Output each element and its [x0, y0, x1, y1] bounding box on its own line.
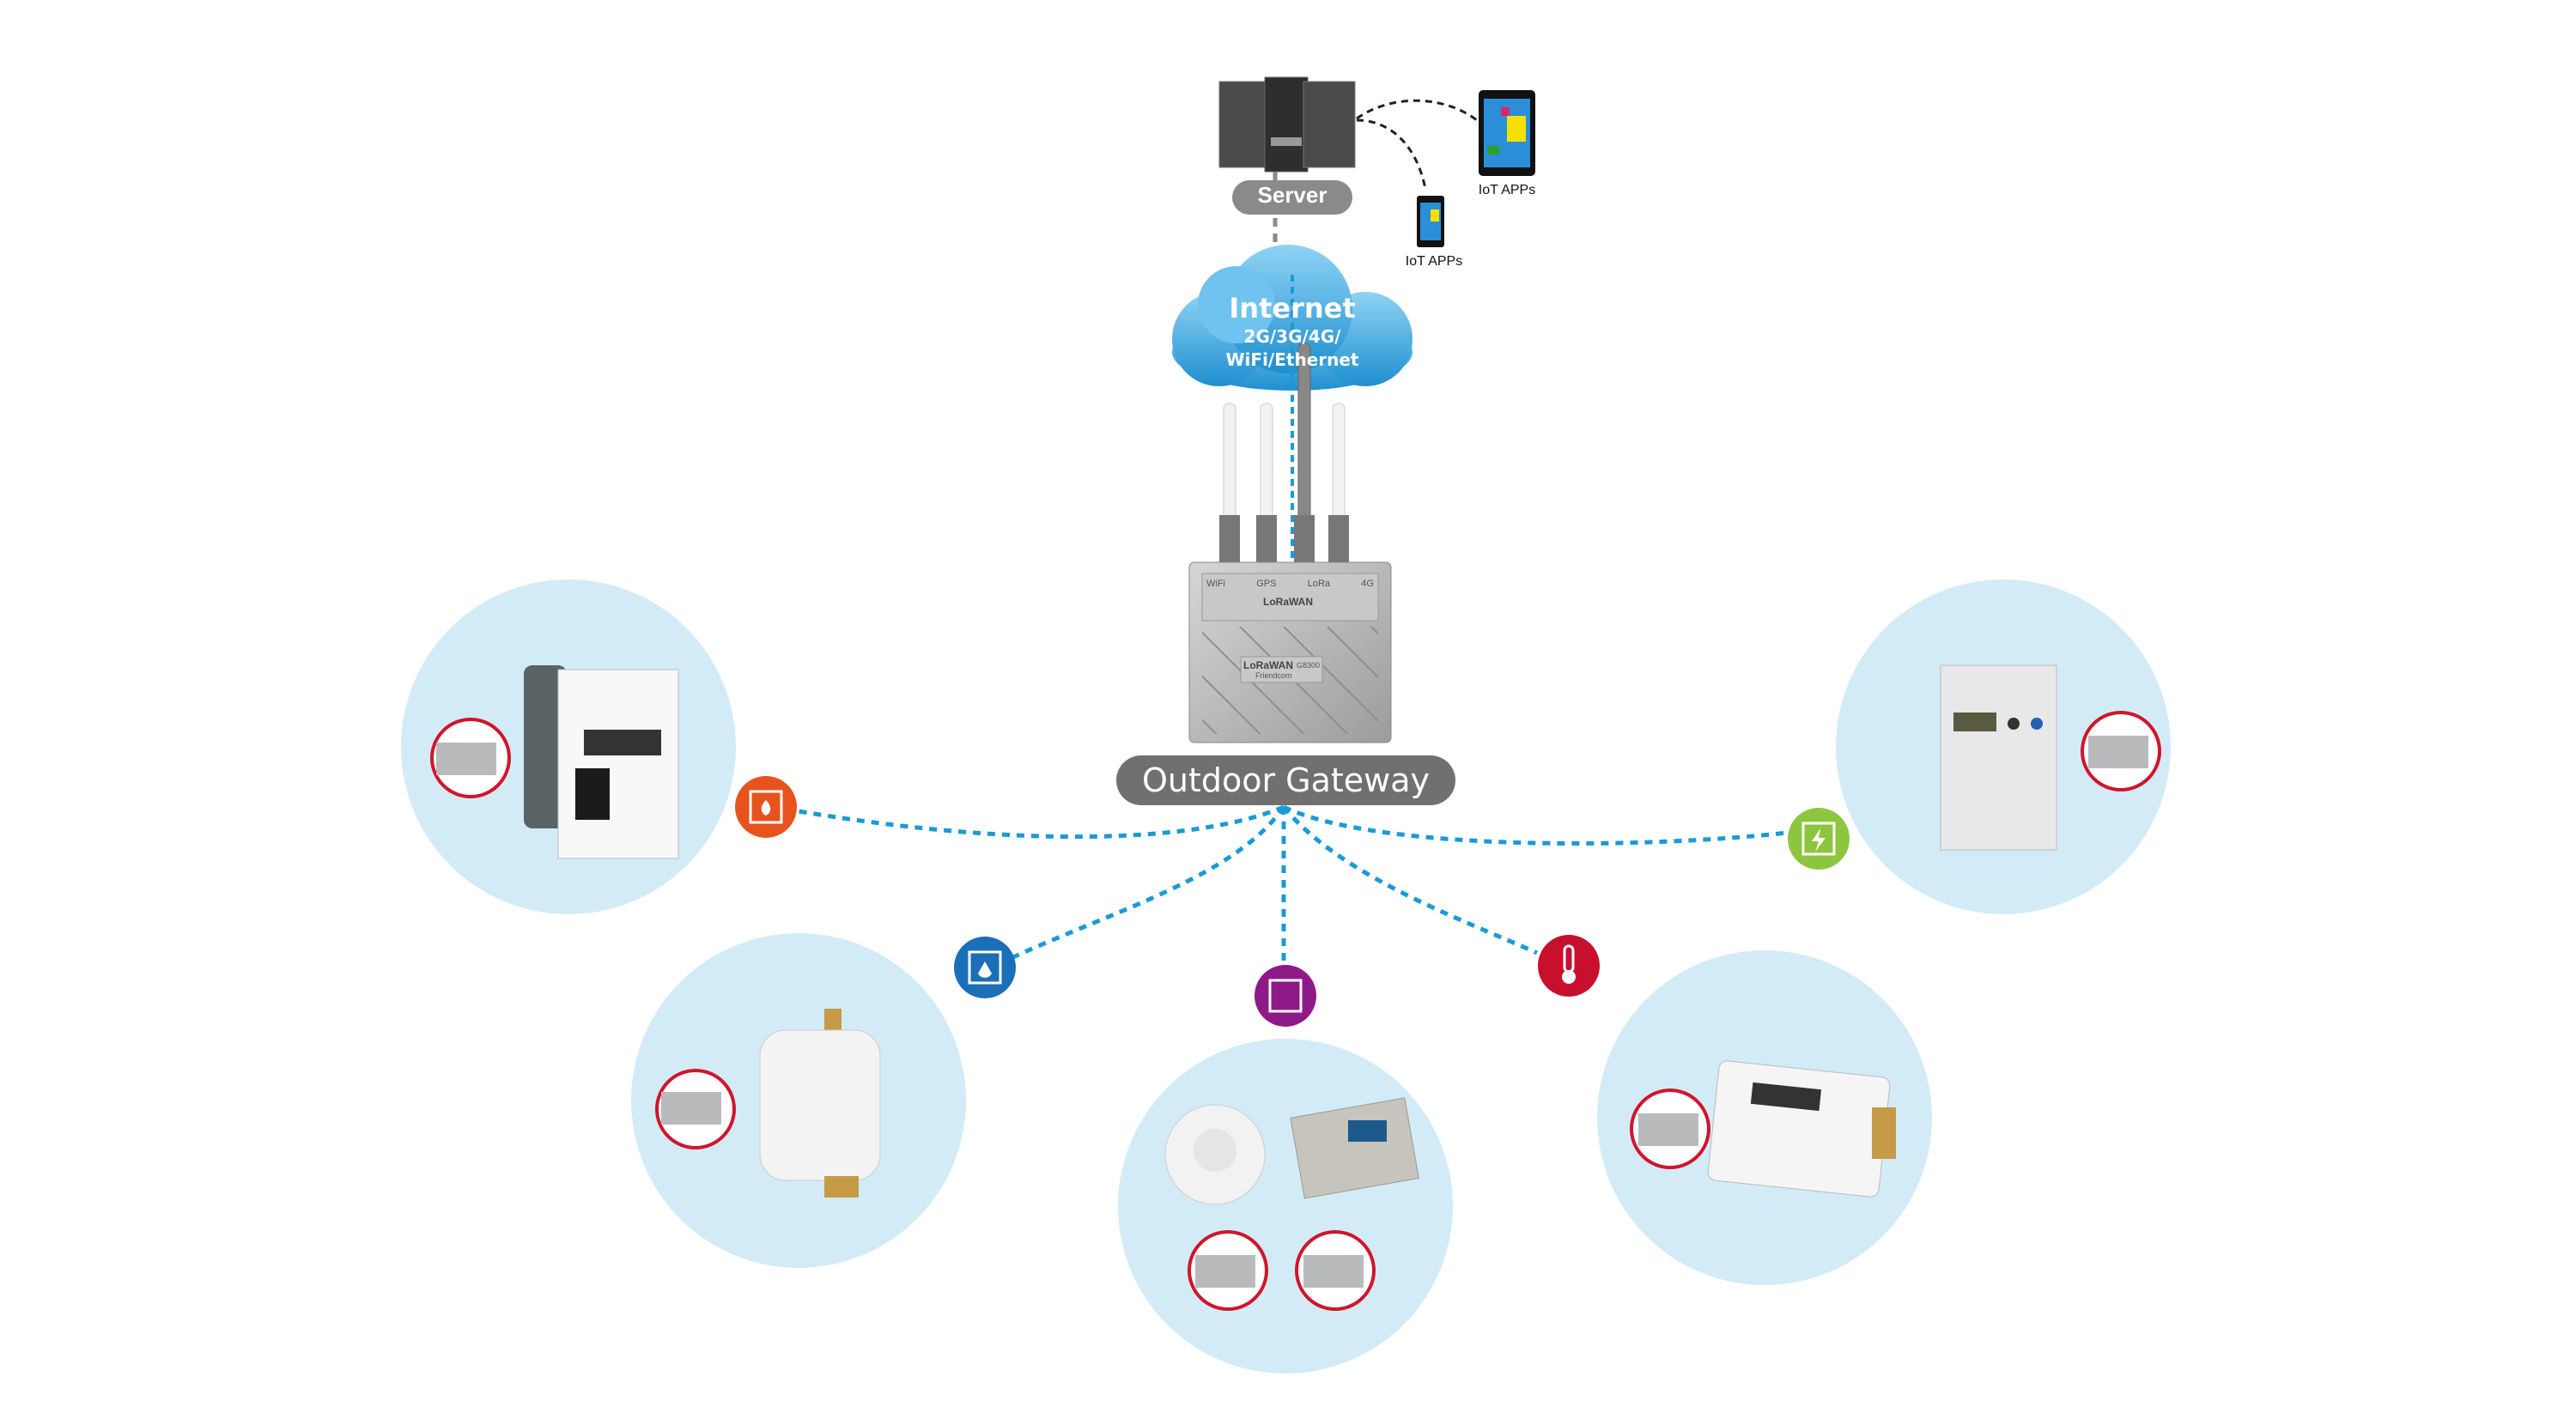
internet-cloud: [1172, 245, 1413, 391]
link-water: [1012, 805, 1286, 960]
port-lora: LoRa: [1307, 579, 1331, 589]
water-drop-icon: [954, 937, 1016, 998]
phone-app-label: IoT APPs: [1405, 254, 1463, 269]
link-heat: [1282, 805, 1539, 955]
phone-icon: [1417, 196, 1444, 247]
server-label: Server: [1257, 182, 1327, 208]
module-callout-node: [1295, 1230, 1376, 1311]
tablet-link-arrow: [1356, 99, 1478, 122]
gateway-brand: LoRaWAN: [1243, 659, 1293, 671]
smoke-icon: [1255, 965, 1316, 1027]
lightning-icon: [1788, 808, 1850, 870]
cloud-line2: WiFi/Ethernet: [1225, 349, 1359, 370]
lora-links: [798, 804, 1789, 963]
water-meter-image: [759, 1009, 881, 1198]
gateway-ports: WiFi GPS LoRa 4G: [1206, 579, 1374, 589]
smoke-detector-image: [1164, 1104, 1266, 1205]
server-label-pill: [1232, 180, 1352, 215]
thermometer-icon: [1538, 935, 1600, 997]
smoke-detector-circle: [1118, 1039, 1453, 1374]
server-icon: [1218, 76, 1356, 173]
gateway-model: G8300: [1297, 661, 1321, 670]
module-callout-gas: [430, 718, 511, 798]
tablet-app-label: IoT APPs: [1478, 183, 1536, 197]
lora-module-callouts: [430, 711, 2161, 1311]
module-callout-heat: [1630, 1089, 1710, 1169]
port-gps: GPS: [1256, 579, 1277, 589]
flame-icon: [735, 776, 797, 838]
port-wifi: WiFi: [1206, 579, 1225, 589]
gateway-device: [1188, 343, 1392, 743]
port-4g: 4G: [1361, 579, 1374, 589]
electric-meter-image: [1940, 664, 2057, 851]
tablet-icon: [1479, 90, 1535, 176]
gas-meter-image: [524, 665, 679, 859]
gateway-maker: Friendcom: [1255, 671, 1292, 680]
gateway-brand-top: LoRaWAN: [1263, 596, 1313, 608]
heat-meter-image: [1707, 1060, 1896, 1198]
cloud-title: Internet: [1229, 292, 1356, 324]
module-callout-electric: [2081, 711, 2161, 791]
link-electric: [1282, 804, 1789, 846]
module-callout-water: [655, 1069, 736, 1149]
gateway-label-pill: [1116, 755, 1455, 805]
phone-link-arrow: [1356, 118, 1427, 190]
gateway-label: Outdoor Gateway: [1141, 761, 1431, 799]
lora-node-image: [1290, 1097, 1419, 1199]
module-callout-smoke: [1188, 1230, 1268, 1311]
cloud-line1: 2G/3G/4G/: [1243, 326, 1341, 347]
link-gas: [798, 804, 1285, 840]
